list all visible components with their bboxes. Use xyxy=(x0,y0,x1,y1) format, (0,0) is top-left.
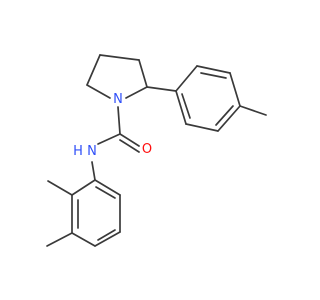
bond-tolyl-4 xyxy=(217,105,241,132)
bond-xylyl-6 xyxy=(94,179,121,196)
bond-xylyl-methyl-3 xyxy=(46,232,73,247)
bond-tolyl-1 xyxy=(175,65,198,92)
structure-canvas: N N H O xyxy=(46,54,267,247)
bond-xylyl-1 xyxy=(71,179,96,196)
bond-tolyl-6 xyxy=(175,90,187,125)
bond-xylyl-inner-3 xyxy=(95,186,116,199)
atom-o-carbonyl: O xyxy=(142,142,152,157)
bond-c2-aryl xyxy=(146,86,177,92)
bond-xylyl-inner-2 xyxy=(97,229,116,241)
atom-h-amide: H xyxy=(73,144,83,159)
bond-tolyl-5 xyxy=(185,123,219,132)
bond-n1-c7 xyxy=(117,106,121,135)
atom-n-amide: N xyxy=(87,144,97,159)
bonds xyxy=(46,54,267,247)
bond-c4-c5 xyxy=(86,54,101,86)
bond-xylyl-4 xyxy=(94,231,121,247)
bond-n1-c2 xyxy=(125,86,148,99)
bond-tolyl-inner-1 xyxy=(200,72,227,79)
bond-c7-o-1 xyxy=(119,133,140,147)
bond-c7-nh xyxy=(97,133,121,145)
atom-n-ring: N xyxy=(113,92,123,107)
bond-tolyl-methyl xyxy=(239,105,267,116)
bond-c2-c3 xyxy=(138,59,148,88)
bond-tolyl-2 xyxy=(196,65,231,74)
bond-xylyl-methyl-2 xyxy=(47,180,73,196)
bond-nh-aryl xyxy=(91,161,96,181)
bond-tolyl-3 xyxy=(229,72,241,107)
molecule-structure: N N H O xyxy=(46,54,267,247)
bond-c7-o-2 xyxy=(119,139,140,153)
atom-labels: N N H O xyxy=(73,92,152,159)
bond-c5-n1 xyxy=(86,84,111,99)
bond-xylyl-3 xyxy=(71,232,96,247)
bond-c3-c4 xyxy=(99,54,140,61)
bond-tolyl-inner-2 xyxy=(215,105,234,126)
bond-tolyl-inner-3 xyxy=(181,93,191,119)
